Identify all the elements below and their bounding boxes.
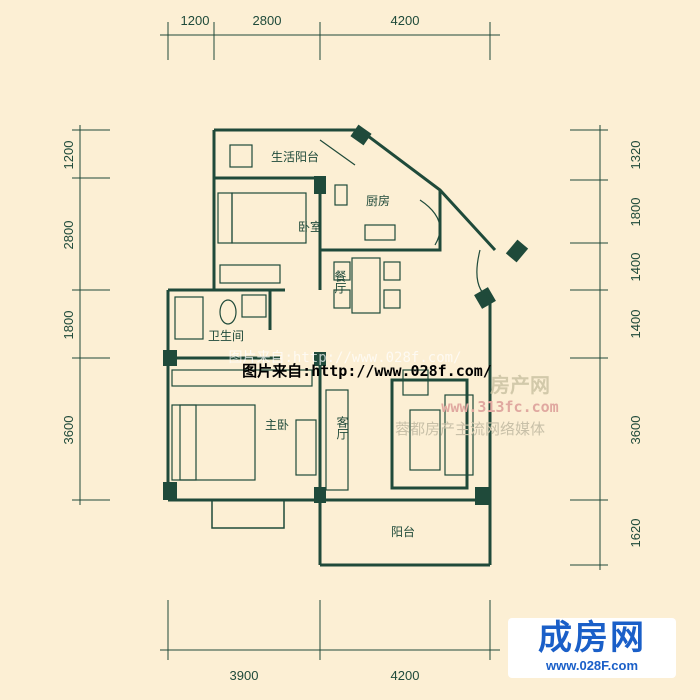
logo: 成房网 www.028F.com (508, 618, 676, 678)
dim-right-6: 1620 (628, 519, 643, 548)
room-utility-balcony: 生活阳台 (271, 149, 319, 164)
watermark-slogan: 蓉都房产主流网络媒体 (395, 420, 545, 438)
dim-right-3: 1400 (628, 253, 643, 282)
dim-right-4: 1400 (628, 310, 643, 339)
room-bathroom: 卫生间 (208, 329, 244, 343)
dim-left-2: 2800 (61, 221, 76, 250)
watermark-source: 图片来自:http://www.028f.com/ (242, 362, 492, 380)
dim-right-5: 3600 (628, 416, 643, 445)
dim-left-1: 1200 (61, 141, 76, 170)
dim-top-3: 4200 (391, 13, 420, 28)
watermark-source-faded: 图片来自:http://www.028f.com/ (228, 350, 461, 366)
dim-bottom-2: 4200 (391, 668, 420, 683)
logo-url: www.028F.com (546, 658, 638, 673)
dim-left-3: 1800 (61, 311, 76, 340)
room-kitchen: 厨房 (366, 193, 390, 208)
dim-top-2: 2800 (253, 13, 282, 28)
logo-name: 成房网 (538, 618, 646, 658)
dim-right-2: 1800 (628, 198, 643, 227)
furniture (171, 139, 493, 491)
room-dining: 餐厅 (333, 269, 347, 294)
watermark-site-url: www.313fc.com (441, 398, 558, 416)
watermark-site-name: 房产网 (490, 373, 550, 397)
columns (163, 124, 529, 505)
walls (166, 128, 497, 567)
dim-top-1: 1200 (181, 13, 210, 28)
dim-right-1: 1320 (628, 141, 643, 170)
dim-bottom-1: 3900 (230, 668, 259, 683)
room-living: 客厅 (335, 415, 349, 440)
room-bedroom: 卧室 (298, 219, 322, 234)
dimension-lines (72, 22, 608, 660)
room-balcony: 阳台 (391, 524, 415, 539)
room-master-bedroom: 主卧 (265, 418, 289, 432)
dim-left-4: 3600 (61, 416, 76, 445)
